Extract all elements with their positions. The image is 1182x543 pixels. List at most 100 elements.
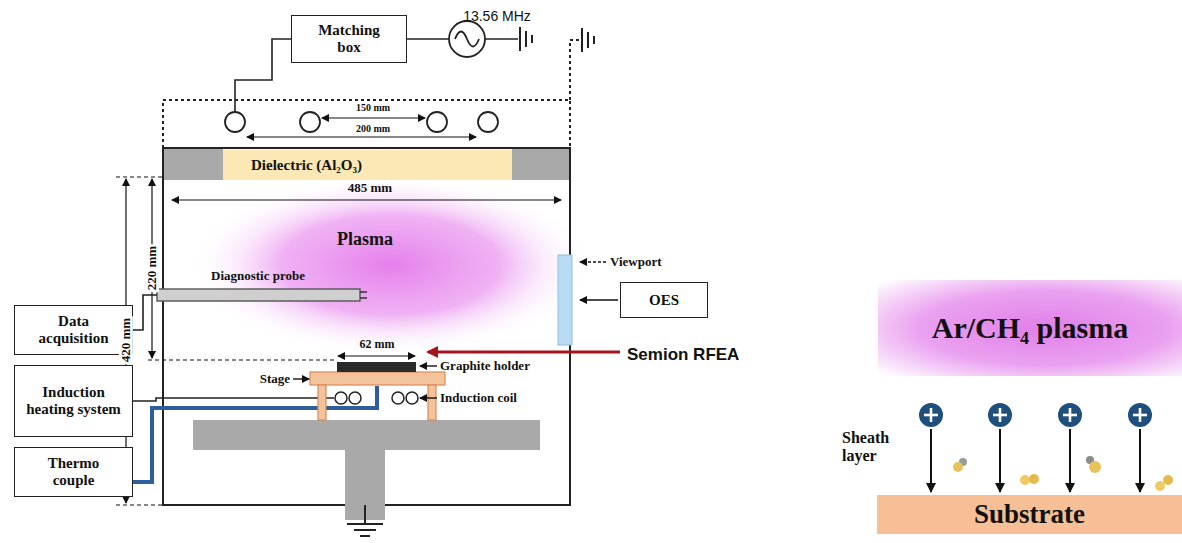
matching-box: Matching box	[291, 15, 407, 63]
dimension-arrow	[247, 136, 476, 137]
part-label: 150 mm	[356, 102, 390, 113]
part-label: Induction coil	[440, 391, 517, 405]
rf-source	[449, 21, 485, 57]
ion-symbol	[987, 402, 1013, 428]
part-label: Stage	[260, 372, 290, 386]
dimension-arrow	[172, 199, 561, 200]
node-text: Matching box	[309, 22, 389, 56]
ion-symbol	[918, 402, 1153, 428]
dimension-line	[148, 359, 335, 360]
radical-particle	[1155, 481, 1165, 491]
ion-symbol	[918, 402, 944, 428]
radical-particle	[953, 462, 963, 472]
diagnostic-probe	[360, 297, 367, 299]
antenna-coil	[478, 112, 498, 132]
dimension-arrow	[247, 118, 476, 137]
ion-symbol	[1127, 402, 1153, 428]
dimension-arrow	[322, 117, 425, 118]
lid-corner	[164, 149, 223, 180]
rf-source	[455, 32, 479, 47]
part-label: Viewport	[610, 255, 662, 269]
dimension-line	[116, 176, 163, 177]
ground-symbol	[593, 36, 595, 44]
antenna-coil	[225, 112, 245, 132]
ground-symbol	[531, 35, 533, 43]
node-text: Induction heating system	[24, 384, 124, 418]
ground-symbol	[360, 535, 370, 537]
oes-box: OES	[620, 282, 708, 318]
ground-symbol	[520, 27, 532, 51]
antenna-coil	[300, 112, 320, 132]
part-label: Sheath layer	[842, 429, 904, 464]
ground-symbol	[582, 28, 594, 52]
process-box: Induction heating system	[14, 365, 133, 437]
ground-symbol	[519, 27, 521, 51]
ion-arrows	[930, 429, 932, 492]
diagnostic-probe	[157, 289, 367, 301]
ion-arrows	[1069, 429, 1071, 492]
leader-arrow	[293, 378, 309, 379]
ion-symbol	[1069, 408, 1072, 422]
plasma-glow	[190, 175, 590, 355]
ground-symbol	[587, 32, 589, 48]
induction-coil	[335, 392, 418, 404]
dielectric-window: Dielectric (Al₂O₃)	[223, 150, 512, 180]
node-text: Ar/CH₄ plasma	[932, 311, 1129, 345]
ground-symbol	[354, 529, 376, 531]
ground-symbol	[581, 28, 583, 52]
radical-particle	[1089, 461, 1101, 473]
induction-coil	[392, 392, 404, 404]
graphite-holder	[337, 362, 416, 372]
leader-arrow	[580, 261, 606, 262]
radical-particle	[1020, 475, 1030, 485]
node-text: OES	[649, 292, 679, 309]
heater-stage	[310, 372, 445, 385]
ground-symbol	[525, 31, 527, 47]
rf-source	[449, 21, 485, 57]
diagnostic-probe	[157, 289, 360, 301]
process-box: Data acquisition	[14, 305, 133, 355]
rfea-arrow	[428, 351, 620, 354]
rf-wiring	[407, 38, 449, 40]
heater-stage	[318, 385, 326, 420]
leader-arrow	[420, 365, 437, 366]
radical-particle	[953, 456, 1173, 491]
dimension-line	[116, 177, 335, 505]
induction-coil	[349, 392, 361, 404]
ion-arrows	[1139, 429, 1141, 492]
antenna-enclosure	[163, 100, 570, 148]
dimension-label: 420 mm	[119, 316, 133, 364]
diagnostic-probe	[360, 291, 367, 293]
induction-coil	[335, 392, 347, 404]
leader-arrow	[420, 397, 437, 398]
viewport-window	[558, 255, 572, 345]
radical-particle	[1163, 475, 1173, 485]
part-label: Diagnostic probe	[211, 269, 305, 283]
radical-particle	[1029, 474, 1039, 484]
rf-wiring	[485, 38, 518, 40]
ion-symbol	[999, 408, 1002, 422]
node-text: Data acquisition	[24, 313, 124, 347]
ion-arrows	[999, 429, 1001, 492]
part-label: 485 mm	[348, 181, 392, 195]
signal-wire	[133, 398, 334, 401]
node-text: Dielectric (Al₂O₃)	[251, 157, 362, 174]
ion-symbol	[1057, 402, 1083, 428]
part-label: 13.56 MHz	[463, 9, 531, 24]
antenna-enclosure	[570, 40, 580, 100]
part-label: Semion RFEA	[627, 346, 739, 365]
substrate-layer: Substrate	[877, 495, 1182, 534]
dimension-line	[116, 504, 163, 505]
ion-symbol	[930, 408, 933, 422]
part-label: 200 mm	[354, 123, 392, 134]
ground-symbol	[347, 505, 383, 536]
ion-symbol	[924, 408, 1147, 422]
part-label: 62 mm	[360, 338, 395, 351]
dimension-arrow	[338, 355, 415, 356]
ground-symbol	[347, 523, 383, 525]
dimension-label: 220 mm	[145, 244, 159, 292]
induction-coil	[406, 392, 418, 404]
leader-arrow	[580, 299, 618, 301]
heater-stage	[428, 385, 436, 420]
lid-corner	[512, 149, 569, 180]
